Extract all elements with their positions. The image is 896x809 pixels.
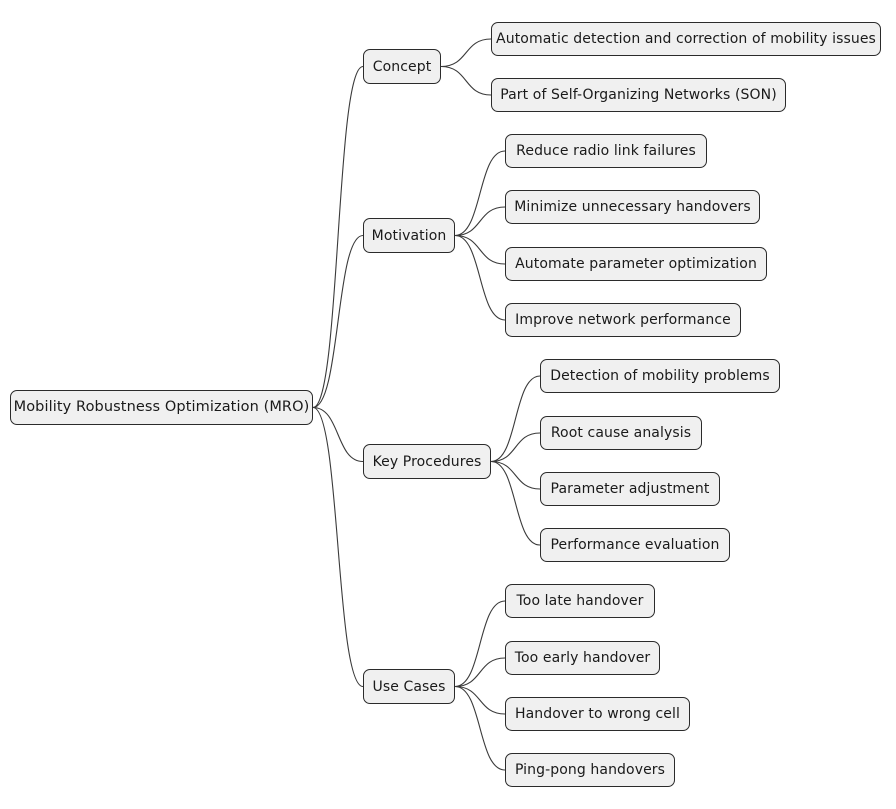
mindmap-branch-label-use-cases: Use Cases — [372, 678, 446, 695]
mindmap-leaf-label: Automatic detection and correction of mo… — [496, 31, 876, 47]
mindmap-branch-label-key-procedures: Key Procedures — [372, 453, 482, 470]
mindmap-leaf-label: Performance evaluation — [550, 537, 720, 553]
mindmap-leaf-node[interactable]: Automate parameter optimization — [505, 247, 767, 281]
mindmap-leaf-node[interactable]: Too early handover — [505, 641, 660, 675]
mindmap-leaf-node[interactable]: Part of Self-Organizing Networks (SON) — [491, 78, 786, 112]
mindmap-leaf-node[interactable]: Automatic detection and correction of mo… — [491, 22, 881, 56]
mindmap-connector — [490, 432, 541, 463]
mindmap-leaf-node[interactable]: Parameter adjustment — [540, 472, 720, 506]
mindmap-branch-node-motivation[interactable]: Motivation — [363, 218, 455, 253]
mindmap-leaf-node[interactable]: Reduce radio link failures — [505, 134, 707, 168]
mindmap-leaf-label: Improve network performance — [515, 312, 731, 328]
mindmap-connector — [312, 406, 364, 688]
mindmap-leaf-node[interactable]: Root cause analysis — [540, 416, 702, 450]
mindmap-leaf-node[interactable]: Improve network performance — [505, 303, 741, 337]
mindmap-branch-node-concept[interactable]: Concept — [363, 49, 441, 84]
mindmap-leaf-label: Too early handover — [514, 650, 651, 666]
mindmap-branch-label-motivation: Motivation — [371, 227, 447, 244]
mindmap-leaf-label: Detection of mobility problems — [550, 368, 770, 384]
mindmap-leaf-node[interactable]: Too late handover — [505, 584, 655, 618]
mindmap-connector — [312, 406, 364, 463]
mindmap-connector — [454, 206, 506, 237]
mindmap-connector — [490, 460, 541, 490]
mindmap-connector — [454, 685, 506, 771]
mindmap-connector — [440, 65, 492, 96]
mindmap-root-node[interactable]: Mobility Robustness Optimization (MRO) — [10, 390, 313, 425]
mindmap-connector — [454, 657, 506, 688]
mindmap-connector — [440, 38, 492, 68]
mindmap-leaf-label: Minimize unnecessary handovers — [514, 199, 751, 215]
mindmap-connector — [454, 150, 506, 237]
mindmap-connector — [312, 234, 364, 409]
mindmap-connector — [490, 460, 541, 546]
mindmap-root-label: Mobility Robustness Optimization (MRO) — [13, 399, 310, 416]
mindmap-leaf-node[interactable]: Detection of mobility problems — [540, 359, 780, 393]
mindmap-leaf-label: Too late handover — [516, 593, 644, 609]
mindmap-leaf-label: Root cause analysis — [550, 425, 692, 441]
mindmap-leaf-node[interactable]: Performance evaluation — [540, 528, 730, 562]
mindmap-connector — [454, 685, 506, 715]
mindmap-branch-label-concept: Concept — [372, 58, 432, 75]
mindmap-connector — [454, 234, 506, 321]
mindmap-leaf-label: Ping-pong handovers — [514, 762, 666, 778]
mindmap-branch-node-key-procedures[interactable]: Key Procedures — [363, 444, 491, 479]
mindmap-connector — [312, 65, 364, 409]
mindmap-leaf-label: Handover to wrong cell — [514, 706, 680, 722]
mindmap-leaf-label: Reduce radio link failures — [516, 143, 696, 159]
mindmap-leaf-label: Automate parameter optimization — [515, 256, 757, 272]
mindmap-leaf-node[interactable]: Minimize unnecessary handovers — [505, 190, 760, 224]
mindmap-connector — [490, 375, 541, 463]
mindmap-leaf-node[interactable]: Handover to wrong cell — [505, 697, 690, 731]
mindmap-connector — [454, 600, 506, 688]
mindmap-leaf-label: Part of Self-Organizing Networks (SON) — [500, 87, 777, 103]
mindmap-connector — [454, 234, 506, 265]
mindmap-branch-node-use-cases[interactable]: Use Cases — [363, 669, 455, 704]
mindmap-leaf-label: Parameter adjustment — [550, 481, 710, 497]
mindmap-leaf-node[interactable]: Ping-pong handovers — [505, 753, 675, 787]
